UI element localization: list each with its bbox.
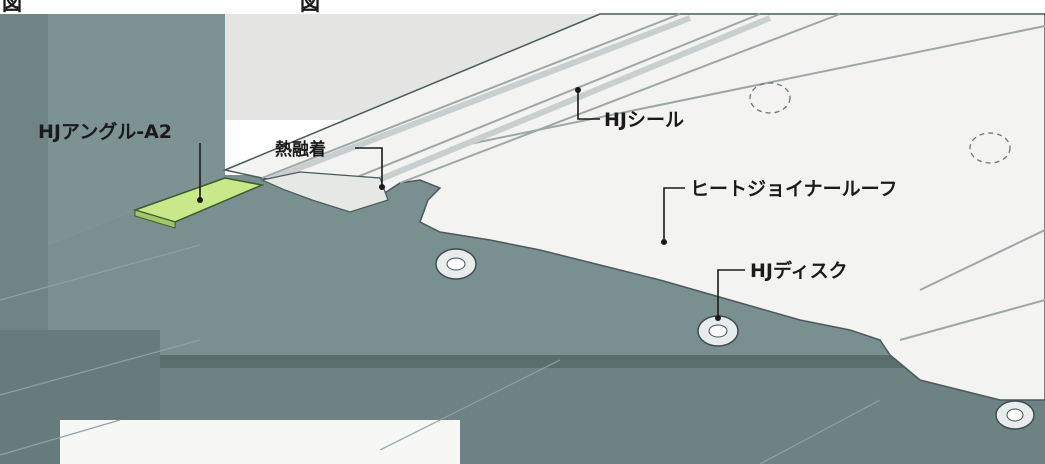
heat-weld-overlap	[260, 171, 389, 213]
label-hj-angle-a2: HJアングル-A2	[38, 120, 172, 143]
leader-dots	[197, 87, 721, 321]
seam-lines	[261, 13, 1045, 341]
label-hj-seal: HJシール	[604, 109, 684, 131]
leader-lines	[199, 90, 745, 318]
hj-disk	[995, 400, 1035, 430]
hidden-disk-group	[749, 82, 1011, 164]
figure-number-glyph: 図	[2, 0, 22, 15]
structure-lines	[0, 244, 881, 464]
hidden-disk	[969, 132, 1011, 164]
label-heat-weld: 熱融着	[275, 139, 326, 160]
beam-edge	[160, 355, 1045, 368]
label-heat-joiner-roof: ヒートジョイナールーフ	[690, 178, 897, 200]
header-strip	[0, 0, 1045, 10]
hj-angle-a2-edge	[134, 209, 176, 229]
hidden-disk	[749, 82, 791, 114]
label-hj-disk: HJディスク	[750, 259, 848, 282]
hj-disk-group	[435, 248, 1035, 430]
seam-strips	[266, 15, 772, 199]
hj-disk	[435, 248, 477, 280]
figure-title-glyph: 図	[300, 0, 320, 15]
beam-void	[60, 420, 460, 464]
left-wall-face	[48, 14, 225, 245]
